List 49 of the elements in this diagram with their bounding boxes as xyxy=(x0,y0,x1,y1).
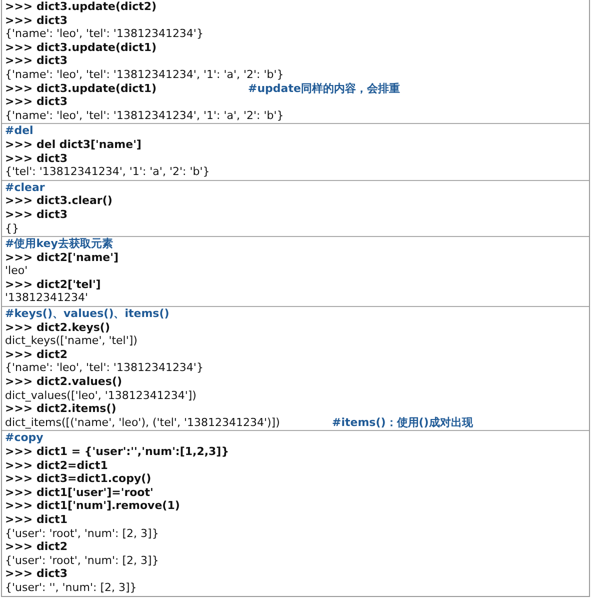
output-line: dict_keys(['name', 'tel']) xyxy=(5,334,138,348)
output-line: {'user': 'root', 'num': [2, 3]} xyxy=(5,554,159,567)
code-comment: #keys()、values()、items() xyxy=(5,307,170,320)
code-cell xyxy=(2,180,589,236)
output-line: {'name': 'leo', 'tel': '13812341234', '1': 'a', '2': 'b'} xyxy=(5,108,284,122)
code-line: >>> dict3.update(dict2) xyxy=(5,0,157,13)
output-line: {'user': '', 'num': [2, 3]} xyxy=(5,580,137,594)
code-line: >>> dict3 xyxy=(5,95,68,108)
code-comment: #使用key去获取元素 xyxy=(5,237,113,250)
code-line: >>> dict3 xyxy=(5,567,68,580)
code-line: >>> dict1 xyxy=(5,512,68,526)
code-line: >>> dict2=dict1 xyxy=(5,458,108,472)
code-comment: #clear xyxy=(5,180,45,194)
output-line: dict_values(['leo', '13812341234']) xyxy=(5,388,196,402)
output-line: {'name': 'leo', 'tel': '13812341234'} xyxy=(5,361,204,374)
code-line: >>> del dict3['name'] xyxy=(5,138,142,151)
output-line: 'leo' xyxy=(5,264,28,278)
output-line: {} xyxy=(5,222,19,234)
code-line: >>> dict2 xyxy=(5,348,68,361)
code-line: >>> dict2 xyxy=(5,540,68,554)
code-line: >>> dict2.keys() xyxy=(5,320,110,334)
code-line: >>> dict3 xyxy=(5,208,68,221)
output-line: '13812341234' xyxy=(5,291,88,304)
code-line: >>> dict3 xyxy=(5,152,68,165)
code-line: >>> dict2['name'] xyxy=(5,250,119,264)
code-line: >>> dict2.values() xyxy=(5,375,122,388)
code-line: >>> dict1 = {'user':'','num':[1,2,3]} xyxy=(5,445,230,458)
code-line: >>> dict3 xyxy=(5,14,68,27)
code-line: >>> dict3.update(dict1) xyxy=(5,40,157,54)
output-line: {'tel': '13812341234', '1': 'a', '2': 'b'} xyxy=(5,165,210,178)
output-line: {'name': 'leo', 'tel': '13812341234', '1': 'a', '2': 'b'} xyxy=(5,68,284,81)
output-line: {'user': 'root', 'num': [2, 3]} xyxy=(5,526,159,540)
code-cell xyxy=(2,306,589,430)
code-comment: #del xyxy=(5,124,34,138)
code-line: >>> dict1['user']='root' xyxy=(5,486,154,499)
code-line: >>> dict3=dict1.copy() xyxy=(5,472,152,486)
code-cell xyxy=(2,430,589,596)
code-cell xyxy=(2,123,589,180)
code-line: >>> dict3.update(dict1) xyxy=(5,82,157,95)
code-comment: #copy xyxy=(5,431,44,444)
output-line: dict_items([('name', 'leo'), ('tel', '13812341234')]) xyxy=(5,416,280,429)
code-line: >>> dict3.clear() xyxy=(5,194,112,208)
code-comment: #items()：使用()成对出现 xyxy=(332,416,473,430)
code-line: >>> dict2.items() xyxy=(5,402,116,416)
code-comment: #update同样的内容，会排重 xyxy=(248,82,400,96)
code-line: >>> dict1['num'].remove(1) xyxy=(5,499,180,512)
output-line: {'name': 'leo', 'tel': '13812341234'} xyxy=(5,27,204,40)
code-line: >>> dict2['tel'] xyxy=(5,278,101,291)
code-line: >>> dict3 xyxy=(5,54,68,68)
